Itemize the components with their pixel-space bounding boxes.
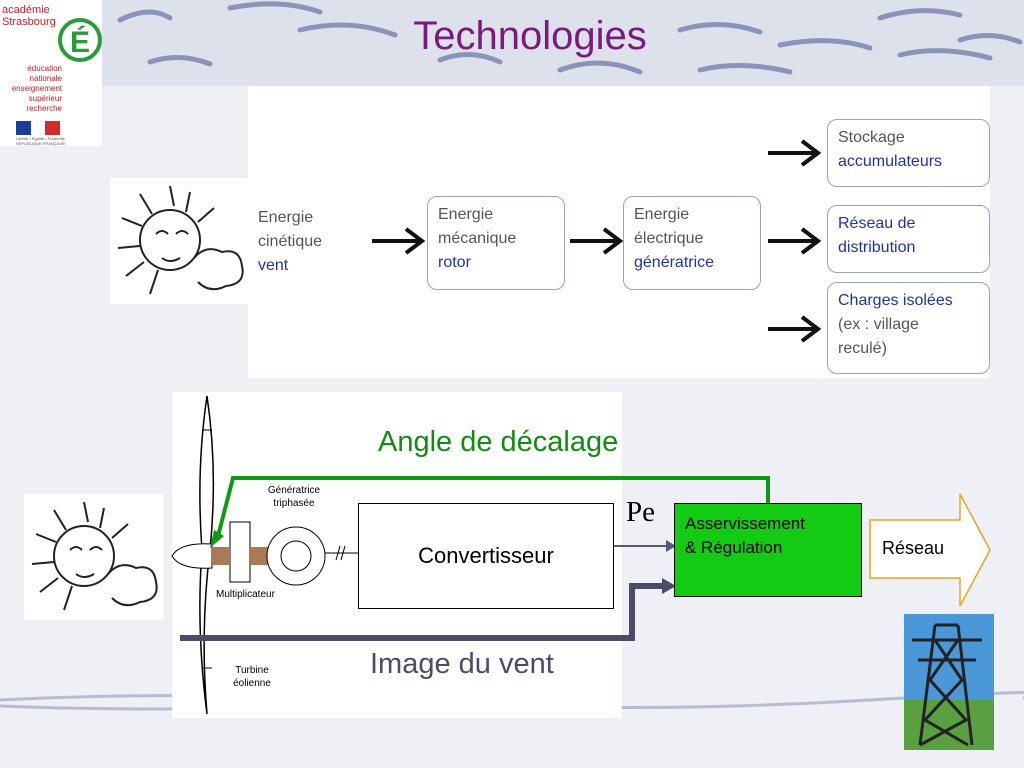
- network-line: distribution: [838, 239, 916, 256]
- elec-line: Energie: [634, 206, 690, 223]
- wind-sun-icon: [110, 178, 250, 304]
- page-title: Technologies: [413, 14, 647, 58]
- pe-label: Pe: [626, 496, 655, 528]
- arrow-right-icon: [768, 139, 822, 167]
- generator-label-line: triphasée: [273, 498, 315, 509]
- logo-sub-line: recherche: [26, 104, 62, 113]
- academy-e-icon: É: [58, 18, 102, 62]
- hub-icon: [171, 543, 213, 569]
- arrow-right-icon: [768, 227, 822, 255]
- isolated-line: Charges isolées: [838, 292, 953, 309]
- storage-box: Stockage accumulateurs: [827, 119, 990, 187]
- network-line: Réseau de: [838, 215, 916, 232]
- logo-text: académie Strasbourg: [2, 4, 56, 28]
- mech-line: rotor: [438, 254, 471, 271]
- turbine-label-line: éolienne: [233, 678, 271, 689]
- isolated-line: (ex : village: [838, 316, 919, 333]
- elec-line: électrique: [634, 230, 704, 247]
- source-line: vent: [258, 257, 289, 274]
- logo-sub-line: nationale: [29, 74, 62, 83]
- generator-label: Génératrice triphasée: [254, 484, 334, 510]
- network-box: Réseau de distribution: [827, 205, 990, 273]
- source-line: cinétique: [258, 233, 323, 250]
- arrow-right-icon: [372, 227, 426, 255]
- gearbox-icon: [229, 521, 251, 583]
- electrical-energy-box: Energie électrique génératrice: [623, 196, 761, 290]
- logo-line1: académie: [2, 4, 50, 16]
- source-text: Energie cinétique vent: [258, 206, 322, 278]
- isolated-loads-box: Charges isolées (ex : village reculé): [827, 282, 990, 374]
- mech-line: Energie: [438, 206, 494, 223]
- power-pylon-icon: [904, 614, 994, 750]
- elec-line: génératrice: [634, 254, 715, 271]
- regulation-line: & Régulation: [685, 538, 783, 557]
- converter-box: Convertisseur: [358, 503, 614, 609]
- energy-flow-panel: Energie cinétique vent Energie mécanique…: [248, 86, 990, 378]
- academy-logo: É académie Strasbourg éducation national…: [0, 0, 102, 146]
- logo-letter: É: [70, 25, 90, 59]
- gearbox-label: Multiplicateur: [216, 589, 275, 600]
- logo-line2: Strasbourg: [2, 16, 56, 28]
- regulation-box: Asservissement & Régulation: [674, 503, 862, 597]
- arrow-right-icon: [570, 227, 624, 255]
- network-arrow-icon: [869, 493, 991, 607]
- mechanical-energy-box: Energie mécanique rotor: [427, 196, 565, 290]
- wind-image-label: Image du vent: [370, 648, 554, 680]
- french-flag-icon: [16, 121, 60, 135]
- generator-label-line: Génératrice: [267, 485, 321, 496]
- turbine-label-line: Turbine: [235, 665, 269, 676]
- turbine-label: Turbine éolienne: [222, 664, 282, 690]
- arrow-right-icon: [768, 315, 822, 343]
- storage-line: accumulateurs: [838, 153, 943, 170]
- network-label: Réseau: [882, 538, 945, 558]
- storage-line: Stockage: [838, 129, 905, 146]
- logo-small-text: Liberté • Égalité • Fraternité RÉPUBLIQU…: [16, 136, 66, 146]
- regulation-line: Asservissement: [685, 514, 805, 533]
- logo-sub-line: supérieur: [28, 94, 62, 103]
- wind-sun-icon: [24, 494, 164, 620]
- logo-sub: éducation nationale enseignement supérie…: [6, 64, 62, 114]
- angle-label: Angle de décalage: [378, 426, 619, 458]
- isolated-line: reculé): [838, 340, 887, 357]
- mech-line: mécanique: [438, 230, 517, 247]
- logo-sub-line: éducation: [27, 64, 62, 73]
- source-line: Energie: [258, 209, 314, 226]
- logo-sub-line: enseignement: [11, 84, 62, 93]
